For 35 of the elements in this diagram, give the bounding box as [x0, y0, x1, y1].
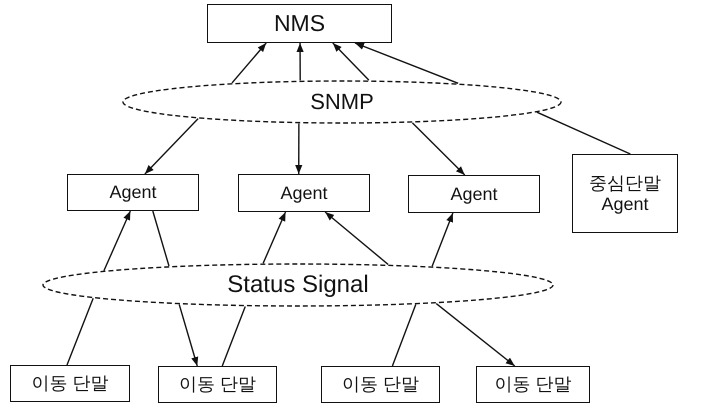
system-box	[207, 4, 392, 43]
arrow	[432, 212, 454, 267]
terminal-box	[158, 366, 277, 403]
protocol-ellipse	[122, 80, 562, 124]
terminal-box	[476, 366, 590, 403]
node-label: 이동 단말	[31, 373, 108, 394]
node-label: Agent	[280, 182, 328, 204]
arrow	[144, 118, 199, 174]
terminal-box	[10, 365, 130, 402]
node-label: 중심단말 Agent	[588, 172, 662, 214]
arrow	[262, 212, 286, 264]
arrow	[332, 42, 370, 81]
agent-box	[67, 174, 199, 211]
agent-box	[238, 174, 370, 212]
node-label: SNMP	[310, 89, 374, 115]
arrow	[296, 43, 304, 80]
arrow	[103, 210, 131, 271]
node-label: Status Signal	[227, 271, 369, 299]
arrow	[178, 304, 198, 366]
arrow	[436, 302, 516, 367]
arrow	[324, 211, 389, 265]
signal-ellipse	[42, 263, 554, 307]
terminal-box	[321, 366, 440, 403]
agent-box	[572, 154, 678, 233]
node-label: 이동 단말	[342, 374, 419, 395]
arrow	[412, 122, 466, 176]
agent-box	[408, 175, 540, 213]
node-label: NMS	[274, 10, 326, 37]
arrow	[295, 124, 302, 174]
node-label: Agent	[109, 182, 157, 203]
node-label: 이동 단말	[178, 374, 256, 395]
node-label: 이동 단말	[494, 374, 572, 395]
arrow	[231, 42, 267, 84]
node-label: Agent	[450, 184, 498, 204]
arrow	[354, 42, 458, 84]
